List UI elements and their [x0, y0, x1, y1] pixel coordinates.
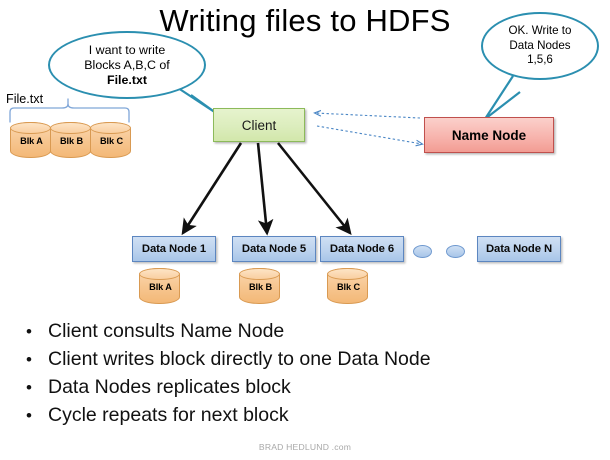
data-node-5[interactable]: Data Node 5: [232, 236, 316, 262]
ellipsis-dot-1-icon: [413, 245, 432, 258]
speech-bubble-client: I want to write Blocks A,B,C of File.txt: [48, 31, 206, 99]
ellipsis-dot-2-icon: [446, 245, 465, 258]
bubble-left-line2: Blocks A,B,C of: [84, 57, 170, 72]
file-block-b-label: Blk B: [60, 136, 83, 146]
client-to-datanodes-arrows: [181, 142, 352, 236]
data-node-6-label: Data Node 6: [329, 243, 395, 255]
bullet-marker: •: [26, 378, 32, 397]
data-node-1[interactable]: Data Node 1: [132, 236, 216, 262]
bullet-item-2: • Client writes block directly to one Da…: [26, 346, 596, 373]
data-node-6-block-label: Blk C: [337, 282, 360, 292]
file-blocks-group: Blk A Blk B Blk C: [10, 122, 132, 162]
data-node-1-block-label: Blk A: [149, 282, 172, 292]
bubble-right-line1: OK. Write to: [508, 24, 572, 38]
bubble-left-line1: I want to write: [88, 42, 166, 57]
bubble-right-line3: 1,5,6: [527, 53, 553, 67]
data-node-5-block-label: Blk B: [249, 282, 272, 292]
name-node[interactable]: Name Node: [424, 117, 554, 153]
speech-bubble-namenode: OK. Write to Data Nodes 1,5,6: [481, 12, 599, 80]
data-node-1-label: Data Node 1: [141, 243, 207, 255]
name-node-label: Name Node: [451, 127, 527, 143]
speech-bubble-client-text: I want to write Blocks A,B,C of File.txt: [84, 43, 169, 88]
client-node[interactable]: Client: [213, 108, 305, 142]
data-node-5-label: Data Node 5: [241, 243, 307, 255]
bullet-item-1: • Client consults Name Node: [26, 318, 596, 345]
bullet-list: • Client consults Name Node • Client wri…: [26, 318, 596, 430]
data-node-1-block: Blk A: [139, 268, 180, 304]
data-node-n-label: Data Node N: [485, 243, 553, 255]
data-node-6[interactable]: Data Node 6: [320, 236, 404, 262]
file-block-a-label: Blk A: [20, 136, 43, 146]
data-node-6-block: Blk C: [327, 268, 368, 304]
data-node-n[interactable]: Data Node N: [477, 236, 561, 262]
file-block-c: Blk C: [90, 122, 131, 158]
bullet-marker: •: [26, 350, 32, 369]
bullet-text: Client consults Name Node: [48, 320, 285, 342]
bullet-marker: •: [26, 406, 32, 425]
file-block-b: Blk B: [50, 122, 91, 158]
client-namenode-link: [315, 113, 422, 144]
client-node-label: Client: [241, 117, 277, 133]
data-node-5-block: Blk B: [239, 268, 280, 304]
bullet-item-3: • Data Nodes replicates block: [26, 374, 596, 401]
bullet-text: Cycle repeats for next block: [48, 404, 289, 426]
bullet-marker: •: [26, 322, 32, 341]
bubble-left-line3: File.txt: [107, 72, 147, 87]
bullet-text: Data Nodes replicates block: [48, 376, 291, 398]
file-label: File.txt: [6, 92, 44, 106]
bubble-right-tail-icon: [484, 75, 521, 120]
bullet-item-4: • Cycle repeats for next block: [26, 402, 596, 429]
bullet-text: Client writes block directly to one Data…: [48, 348, 431, 370]
footer-watermark: BRAD HEDLUND .com: [258, 442, 352, 452]
file-block-c-label: Blk C: [100, 136, 123, 146]
page-title: Writing files to HDFS: [159, 3, 451, 38]
speech-bubble-namenode-text: OK. Write to Data Nodes 1,5,6: [509, 24, 572, 68]
bubble-right-line2: Data Nodes: [509, 38, 571, 52]
file-block-a: Blk A: [10, 122, 51, 158]
